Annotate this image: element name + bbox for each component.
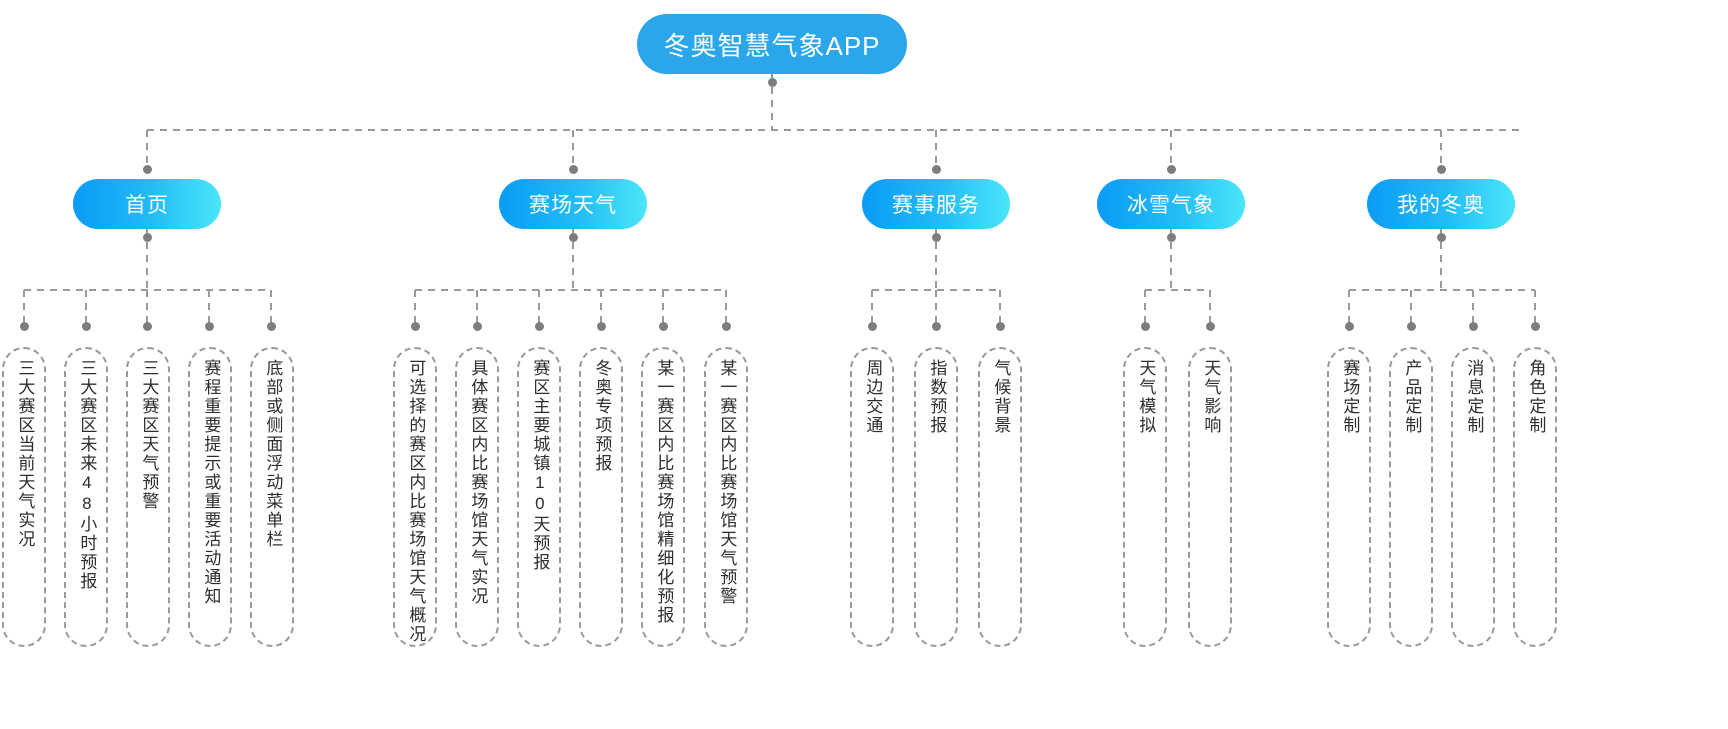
branch-node-snow-ice-weather[interactable]: 冰雪气象 [1097,179,1245,229]
connector-dot [473,322,482,331]
leaf-node[interactable]: 赛场定制 [1327,347,1371,647]
connector-dot [267,322,276,331]
leaf-node-label: 天气模拟 [1136,359,1156,435]
leaf-node[interactable]: 消息定制 [1451,347,1495,647]
branch-node-venue-weather[interactable]: 赛场天气 [499,179,647,229]
leaf-node-label: 三大赛区未来48小时预报 [77,359,97,591]
leaf-node-label: 气候背景 [991,359,1011,435]
connector-dot [722,322,731,331]
connector-dot [143,233,152,242]
leaf-node[interactable]: 三大赛区未来48小时预报 [64,347,108,647]
connector-dot [569,233,578,242]
connector-dot [1167,233,1176,242]
connector-dot [535,322,544,331]
connector-dot [569,165,578,174]
connector-dot [1437,233,1446,242]
connector-dot [932,233,941,242]
root-node-label: 冬奥智慧气象APP [663,30,881,61]
branch-node-label: 我的冬奥 [1397,194,1485,217]
leaf-node-label: 赛程重要提示或重要活动通知 [201,359,221,606]
leaf-node-label: 具体赛区内比赛场馆天气实况 [468,359,488,606]
leaf-node-label: 底部或侧面浮动菜单栏 [263,359,283,549]
root-node-app-title[interactable]: 冬奥智慧气象APP [637,14,907,74]
connector-dot [143,165,152,174]
connector-dot [411,322,420,331]
leaf-node-label: 指数预报 [927,359,947,435]
branch-node-event-service[interactable]: 赛事服务 [862,179,1010,229]
connector-dot [20,322,29,331]
leaf-node[interactable]: 可选择的赛区内比赛场馆天气概况 [393,347,437,647]
leaf-node[interactable]: 冬奥专项预报 [579,347,623,647]
connector-dot [1167,165,1176,174]
leaf-node-label: 角色定制 [1526,359,1546,435]
leaf-node-label: 赛区主要城镇10天预报 [530,359,550,572]
leaf-node[interactable]: 指数预报 [914,347,958,647]
connector-dot [1437,165,1446,174]
connector-dot [932,165,941,174]
leaf-node-label: 三大赛区天气预警 [139,359,159,511]
connector-dot [1141,322,1150,331]
leaf-node[interactable]: 某一赛区内比赛场馆天气预警 [704,347,748,647]
branch-node-label: 赛事服务 [892,194,980,217]
leaf-node-label: 周边交通 [863,359,883,435]
leaf-node[interactable]: 某一赛区内比赛场馆精细化预报 [641,347,685,647]
leaf-node-label: 冬奥专项预报 [592,359,612,473]
leaf-node-label: 三大赛区当前天气实况 [15,359,35,549]
connector-dot [143,322,152,331]
leaf-node[interactable]: 角色定制 [1513,347,1557,647]
leaf-node[interactable]: 气候背景 [978,347,1022,647]
leaf-node-label: 某一赛区内比赛场馆天气预警 [717,359,737,606]
leaf-node[interactable]: 具体赛区内比赛场馆天气实况 [455,347,499,647]
leaf-node[interactable]: 底部或侧面浮动菜单栏 [250,347,294,647]
branch-node-label: 赛场天气 [529,194,617,217]
leaf-node[interactable]: 三大赛区天气预警 [126,347,170,647]
connector-dot [1407,322,1416,331]
leaf-node[interactable]: 三大赛区当前天气实况 [2,347,46,647]
leaf-node-label: 天气影响 [1201,359,1221,435]
branch-node-label: 冰雪气象 [1127,194,1215,217]
leaf-node[interactable]: 产品定制 [1389,347,1433,647]
connector-dot [1206,322,1215,331]
connector-dot [82,322,91,331]
connector-dot [597,322,606,331]
leaf-node[interactable]: 天气影响 [1188,347,1232,647]
branch-node-home[interactable]: 首页 [73,179,221,229]
leaf-node-label: 可选择的赛区内比赛场馆天气概况 [406,359,426,644]
branch-node-label: 首页 [125,194,169,217]
connector-dot [996,322,1005,331]
connector-dot [1469,322,1478,331]
leaf-node-label: 产品定制 [1402,359,1422,435]
connector-dot [1345,322,1354,331]
leaf-node[interactable]: 赛程重要提示或重要活动通知 [188,347,232,647]
leaf-node[interactable]: 赛区主要城镇10天预报 [517,347,561,647]
connector-dot [659,322,668,331]
connector-dot [205,322,214,331]
connector-dot [868,322,877,331]
connector-dot [932,322,941,331]
leaf-node-label: 赛场定制 [1340,359,1360,435]
leaf-node-label: 某一赛区内比赛场馆精细化预报 [654,359,674,625]
connector-dot [1531,322,1540,331]
leaf-node[interactable]: 周边交通 [850,347,894,647]
branch-node-my-olympics[interactable]: 我的冬奥 [1367,179,1515,229]
leaf-node[interactable]: 天气模拟 [1123,347,1167,647]
leaf-node-label: 消息定制 [1464,359,1484,435]
connector-dot [768,78,777,87]
